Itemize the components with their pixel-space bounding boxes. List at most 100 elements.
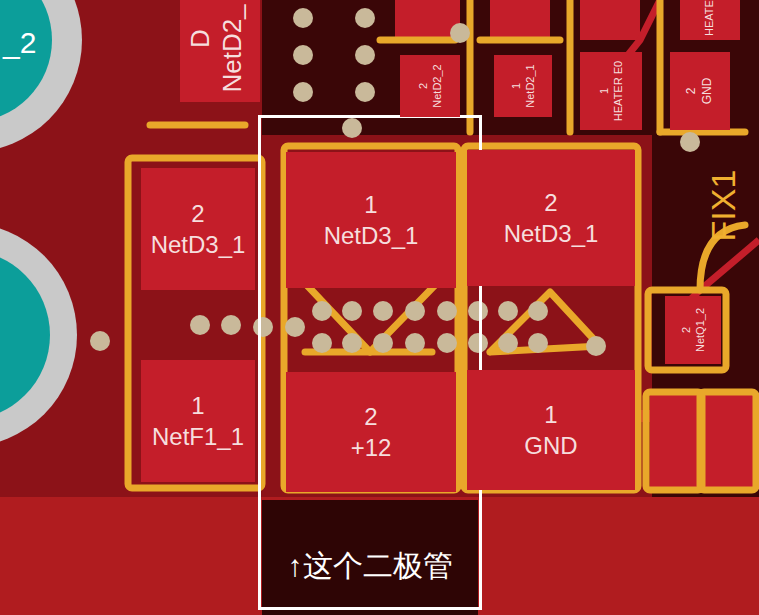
net-name: HEATER E0 [611, 61, 625, 121]
copper-pad: 2NetD3_1 [141, 168, 255, 290]
copper-pad [580, 0, 640, 40]
copper-pour [0, 497, 759, 615]
pin-number: 2 [544, 187, 557, 218]
via [680, 132, 700, 152]
copper-pad [680, 0, 740, 40]
via [342, 301, 362, 321]
pin-number: 2 [684, 88, 700, 95]
silkscreen-outline [646, 392, 702, 490]
net-label: _2 [3, 26, 36, 60]
via [221, 315, 241, 335]
via [528, 333, 548, 353]
via [373, 301, 393, 321]
via [468, 301, 488, 321]
via [293, 82, 313, 102]
net-label: D [185, 29, 216, 48]
silkscreen-line [150, 122, 245, 129]
via [437, 301, 457, 321]
mounting-hole [0, 223, 77, 447]
silkscreen-line [467, 0, 474, 132]
diode-symbol [490, 292, 600, 352]
net-name: NetD3_1 [151, 229, 246, 260]
net-name: NetQ1_2 [693, 308, 707, 352]
via [528, 301, 548, 321]
net-label: NetD2_ [217, 4, 248, 92]
via [342, 333, 362, 353]
pin-number: 2 [191, 198, 204, 229]
via [312, 333, 332, 353]
mounting-hole [0, 0, 52, 122]
via [355, 8, 375, 28]
copper-pad [490, 0, 550, 40]
pin-number: 1 [509, 83, 523, 89]
via [355, 45, 375, 65]
silkscreen-line [480, 37, 560, 44]
pin-number: 1 [364, 189, 377, 220]
via [342, 118, 362, 138]
silkscreen-outline [648, 290, 726, 370]
pad-label-group: 2NetQ1_2 [679, 308, 708, 352]
via [312, 301, 332, 321]
copper-pad: 1NetF1_1 [141, 360, 255, 482]
via [450, 23, 470, 43]
copper-pad: 1GND [467, 370, 635, 490]
copper-pad: 1HEATER E0 [580, 52, 642, 130]
via [373, 333, 393, 353]
via [253, 317, 273, 337]
via [468, 333, 488, 353]
via [586, 336, 606, 356]
via [498, 301, 518, 321]
board-ground [262, 500, 478, 615]
silkscreen-line [657, 0, 664, 132]
net-name: NetD2_1 [523, 64, 537, 107]
callout-note: ↑这个二极管 [261, 546, 479, 587]
net-name: NetD3_1 [504, 218, 599, 249]
silkscreen-line [567, 0, 574, 132]
pin-number: 1 [544, 399, 557, 430]
pin-number: 1 [597, 88, 611, 94]
copper-pad: 1NetD3_1 [286, 152, 456, 288]
pad-label-group: 2GND [684, 78, 715, 105]
net-name: +12 [351, 432, 392, 463]
via [285, 317, 305, 337]
diode-symbol [302, 280, 440, 352]
via [498, 333, 518, 353]
silkscreen-outline [128, 158, 262, 488]
pad-label-group: 2NetD2_2 [416, 64, 445, 107]
pin-number: 1 [191, 390, 204, 421]
mounting-hole [0, 250, 50, 420]
copper-pad: 1NetD2_1 [494, 55, 552, 117]
silkscreen-outline [464, 146, 638, 490]
via [437, 333, 457, 353]
net-name: GND [524, 430, 577, 461]
via [405, 333, 425, 353]
copper-pad: 2NetD2_2 [400, 55, 460, 117]
designator-label: FIX1 [705, 169, 744, 241]
silkscreen-line [380, 37, 455, 44]
via [190, 315, 210, 335]
copper-pour [262, 135, 652, 500]
silkscreen-outline [700, 392, 756, 490]
via [90, 331, 110, 351]
copper-pad [703, 395, 753, 487]
net-name: NetD2_2 [430, 64, 444, 107]
mounting-hole [0, 0, 82, 152]
pin-number: 2 [679, 327, 693, 333]
pin-number: 2 [416, 83, 430, 89]
via [293, 8, 313, 28]
copper-pad: 2GND [670, 52, 730, 130]
copper-pad [650, 395, 700, 487]
copper-pad: 2NetD3_1 [467, 150, 635, 286]
net-name: GND [700, 78, 716, 105]
pad-label-group: 1NetD2_1 [509, 64, 538, 107]
net-label: HEATE [703, 0, 715, 36]
pad-label-group: 1HEATER E0 [597, 61, 626, 121]
net-name: NetF1_1 [152, 421, 244, 452]
pin-number: 2 [364, 401, 377, 432]
callout-frame: ↑这个二极管 1NetD3_1 2+12 [258, 115, 482, 610]
via [405, 301, 425, 321]
copper-pad: 2NetQ1_2 [665, 296, 721, 364]
copper-pad [180, 0, 260, 102]
